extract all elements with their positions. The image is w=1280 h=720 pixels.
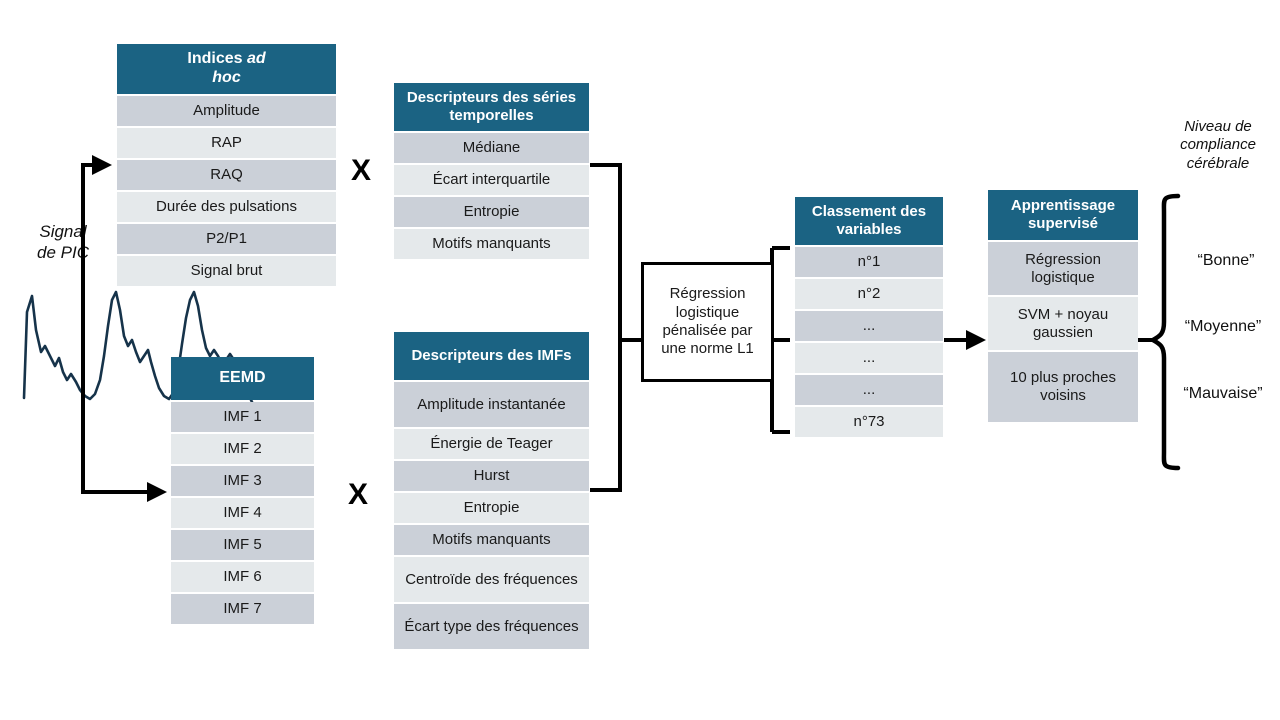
row-p2-p1[interactable]: P2/P1 [117,224,336,254]
cross-operator-top: X [351,154,372,187]
row-motifs-manquants[interactable]: Motifs manquants [394,229,589,259]
row-hurst[interactable]: Hurst [394,461,589,491]
cross-operator-bottom: X [348,478,369,511]
variable-ranking-header: Classement des variables [795,197,943,245]
row-rank-73[interactable]: n°73 [795,407,943,437]
row-rank-5[interactable]: ... [795,375,943,405]
row-rank-3[interactable]: ... [795,311,943,341]
signal-label: Signal de PIC [37,222,89,262]
eemd-header: EEMD [171,357,314,400]
row-rank-4[interactable]: ... [795,343,943,373]
outcome-label-bonne: “Bonne” [1197,252,1255,269]
row-imf-1[interactable]: IMF 1 [171,402,314,432]
time-series-descriptors-header: Descripteurs des séries temporelles [394,83,589,131]
supervised-learning-header: Apprentissage supervisé [988,190,1138,240]
row-signal-brut[interactable]: Signal brut [117,256,336,286]
column-eemd: EEMD IMF 1 IMF 2 IMF 3 IMF 4 IMF 5 IMF 6… [171,357,314,624]
row-rap[interactable]: RAP [117,128,336,158]
row-motifs-manquants-imf[interactable]: Motifs manquants [394,525,589,555]
column-time-series-descriptors: Descripteurs des séries temporelles Médi… [394,83,589,259]
row-imf-4[interactable]: IMF 4 [171,498,314,528]
row-duree-pulsations[interactable]: Durée des pulsations [117,192,336,222]
column-imf-descriptors: Descripteurs des IMFs Amplitude instanta… [394,332,589,649]
row-ecart-type-frequences[interactable]: Écart type des fréquences [394,604,589,649]
row-logistic-regression[interactable]: Régression logistique [988,242,1138,295]
row-amplitude-instantanee[interactable]: Amplitude instantanée [394,382,589,427]
row-rank-2[interactable]: n°2 [795,279,943,309]
row-imf-7[interactable]: IMF 7 [171,594,314,624]
row-svm-gaussian-kernel[interactable]: SVM + noyau gaussien [988,297,1138,350]
imf-descriptors-header: Descripteurs des IMFs [394,332,589,380]
row-centroide-frequences[interactable]: Centroïde des fréquences [394,557,589,602]
column-variable-ranking: Classement des variables n°1 n°2 ... ...… [795,197,943,437]
row-rank-1[interactable]: n°1 [795,247,943,277]
row-raq[interactable]: RAQ [117,160,336,190]
row-energie-teager[interactable]: Énergie de Teager [394,429,589,459]
row-imf-6[interactable]: IMF 6 [171,562,314,592]
row-imf-3[interactable]: IMF 3 [171,466,314,496]
row-entropie[interactable]: Entropie [394,197,589,227]
row-amplitude[interactable]: Amplitude [117,96,336,126]
outcome-label-moyenne: “Moyenne” [1184,318,1262,335]
row-imf-2[interactable]: IMF 2 [171,434,314,464]
outcome-title: Niveau de compliance cérébrale [1180,118,1256,172]
row-knn-10[interactable]: 10 plus proches voisins [988,352,1138,422]
row-mediane[interactable]: Médiane [394,133,589,163]
row-imf-5[interactable]: IMF 5 [171,530,314,560]
penalized-regression-box[interactable]: Régression logistique pénalisée par une … [641,262,774,382]
column-supervised-learning: Apprentissage supervisé Régression logis… [988,190,1138,422]
row-entropie-imf[interactable]: Entropie [394,493,589,523]
row-ecart-interquartile[interactable]: Écart interquartile [394,165,589,195]
outcome-label-mauvaise: “Mauvaise” [1183,385,1263,402]
